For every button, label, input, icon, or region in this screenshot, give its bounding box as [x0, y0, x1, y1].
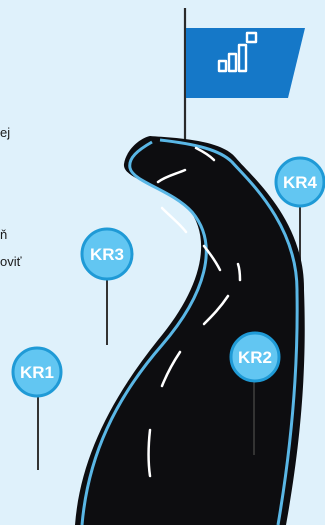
text-fragment-1: ej: [0, 125, 11, 140]
milestone-kr1-label: KR1: [20, 363, 54, 382]
text-fragment-2: ň: [0, 227, 8, 242]
milestone-kr3: KR3: [80, 227, 134, 281]
milestone-kr4-label: KR4: [283, 173, 318, 192]
road-edge-right: [159, 138, 299, 525]
milestone-kr2-label: KR2: [238, 348, 272, 367]
milestone-kr4: KR4: [274, 156, 325, 208]
text-fragment-3: oviť: [0, 254, 22, 269]
milestone-kr1: KR1: [11, 346, 63, 398]
road-center-dashes: [147, 146, 242, 478]
milestone-kr3-label: KR3: [90, 245, 124, 264]
goal-flag: [186, 28, 305, 98]
milestone-kr2: KR2: [229, 331, 281, 383]
road: [75, 136, 305, 525]
bar-chart-flag-icon: [217, 31, 258, 73]
